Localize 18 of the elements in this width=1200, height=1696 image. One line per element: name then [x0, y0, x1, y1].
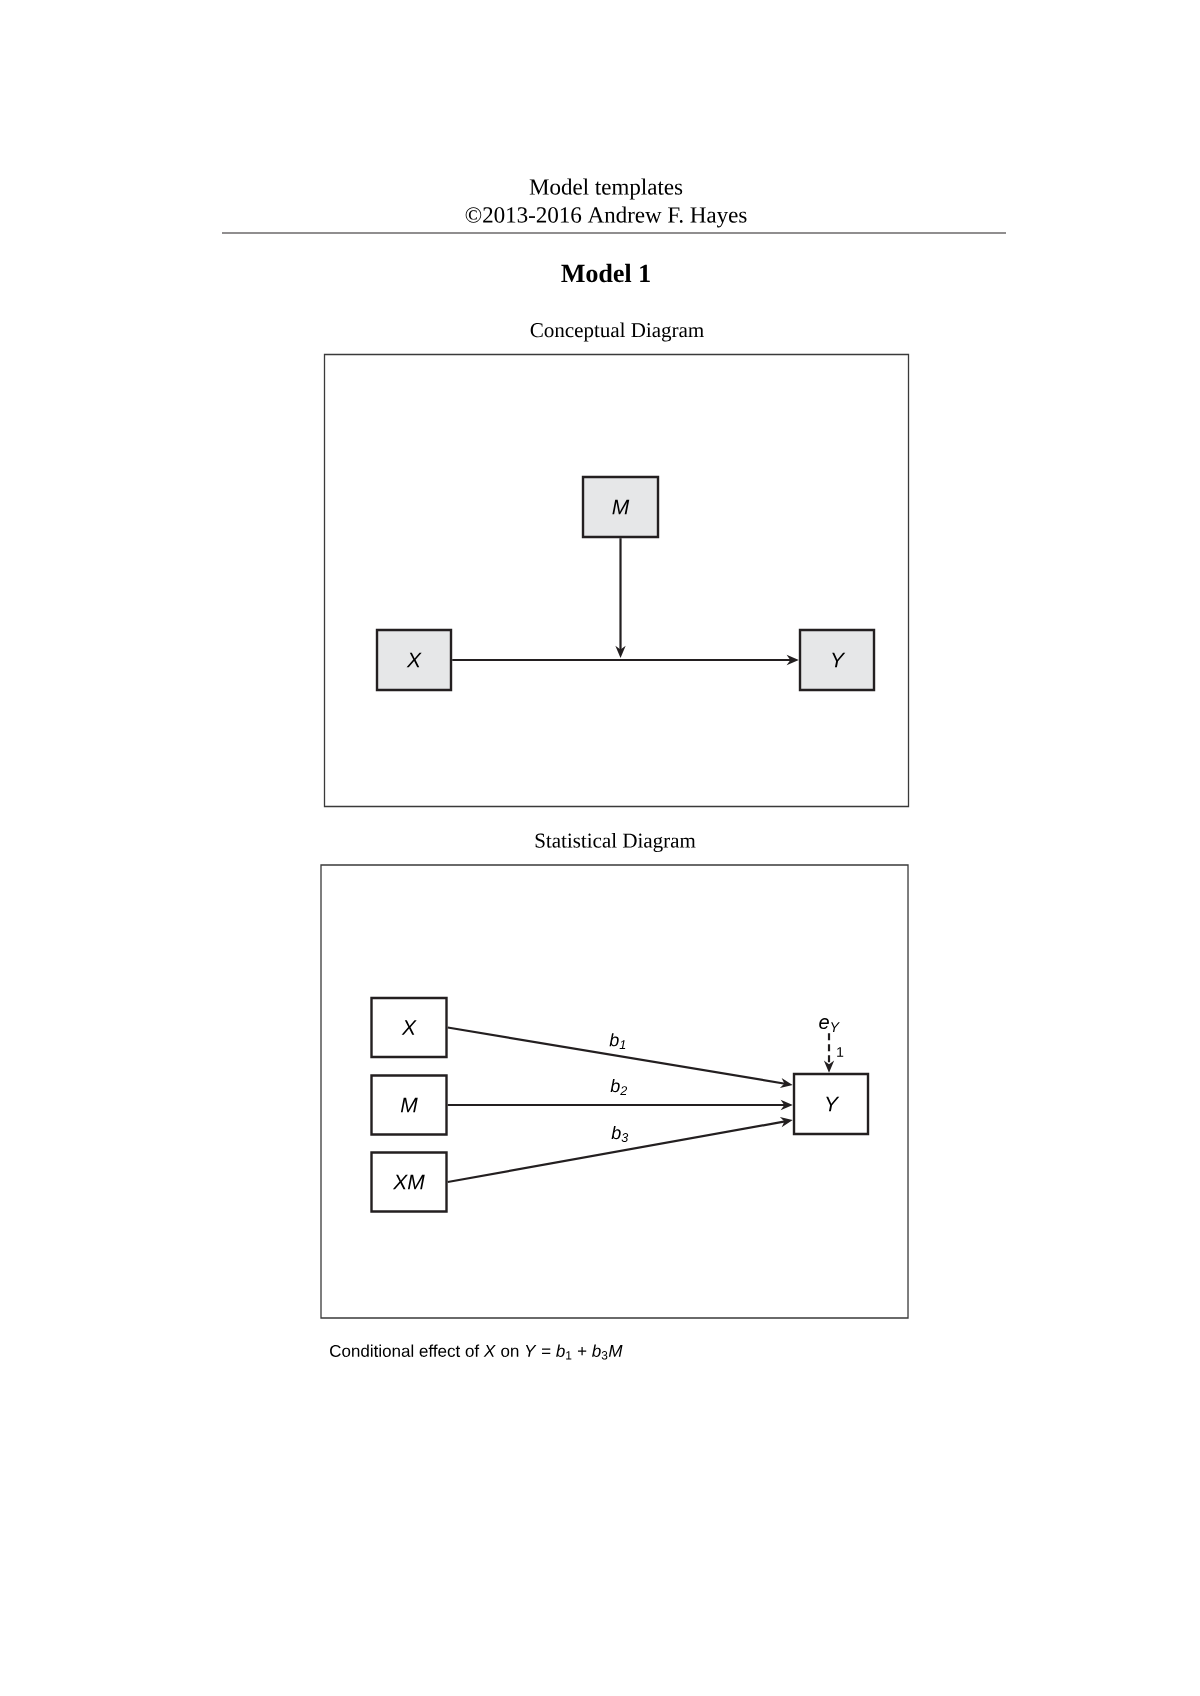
variable-box: X [370, 996, 448, 1059]
variable-box: Y [792, 1072, 870, 1136]
variable-box: Y [798, 628, 876, 692]
copyright-line: ©2013-2016 Andrew F. Hayes [465, 206, 747, 228]
panel-heading: Statistical Diagram [535, 832, 696, 853]
variable-box: M [581, 475, 660, 539]
panel-heading: Conceptual Diagram [530, 322, 704, 342]
path-label: b$_{1}$ [608, 1032, 628, 1050]
path-label: 1 [835, 1046, 845, 1058]
header-text: Model templates [529, 178, 683, 200]
variable-box: X [375, 628, 453, 692]
variable-box: M [370, 1074, 448, 1136]
path-label: b$_{3}$ [610, 1125, 630, 1143]
variable-box: XM [370, 1151, 448, 1213]
page-title: Model 1 [561, 263, 650, 283]
error-term-label: e$_{Y}$ [819, 1018, 840, 1032]
formula-note: Conditional effect of X on Y = b$_{1}$ + b$_{3}$M [330, 1344, 623, 1360]
path-label: b$_{2}$ [609, 1078, 629, 1096]
